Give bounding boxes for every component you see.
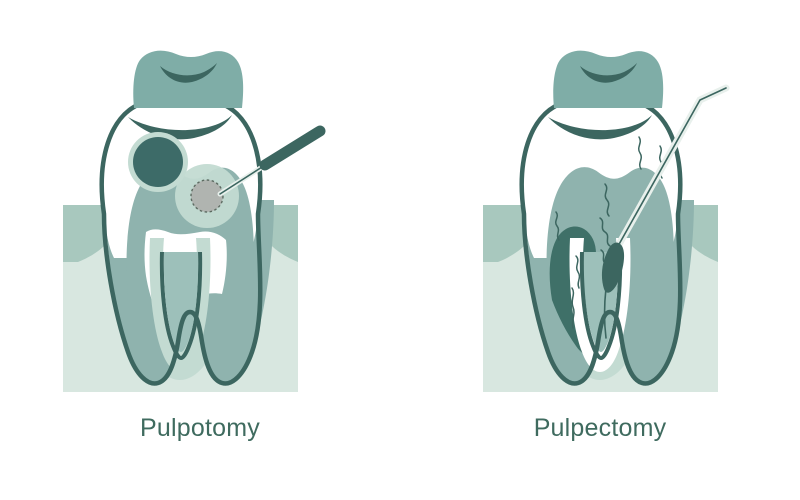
file-tip-extension-right bbox=[603, 287, 607, 339]
treatment-site-left bbox=[175, 164, 239, 228]
endodontic-file-icon bbox=[601, 84, 730, 339]
canal-lumen-left bbox=[163, 252, 199, 352]
bacteria-mark-1 bbox=[637, 136, 643, 170]
file-shaft-right bbox=[612, 87, 727, 256]
caries-lesion-left bbox=[128, 132, 188, 192]
dental-excavator-icon bbox=[217, 125, 326, 197]
file-tip-right bbox=[601, 242, 625, 293]
crown-restoration-left bbox=[133, 50, 244, 108]
panel-pulpotomy bbox=[63, 50, 326, 392]
bacteria-mark-8 bbox=[571, 287, 575, 329]
bacteria-mark-3 bbox=[604, 183, 610, 217]
bacteria-mark-6 bbox=[554, 211, 560, 241]
bacteria-mark-7 bbox=[575, 255, 581, 289]
excavator-handle-left bbox=[259, 125, 326, 171]
occlusal-fissure-right bbox=[548, 115, 652, 140]
crown-groove-left bbox=[160, 63, 217, 83]
root-canals-left bbox=[149, 238, 211, 372]
panel-pulpectomy bbox=[483, 50, 730, 392]
bacteria-mark-4 bbox=[599, 217, 611, 247]
caries-core-left bbox=[133, 137, 183, 187]
caption-pulpectomy: Pulpectomy bbox=[533, 414, 667, 442]
crown-groove-right bbox=[580, 63, 637, 83]
caption-pulpotomy: Pulpotomy bbox=[140, 414, 260, 442]
crown-restoration-right bbox=[553, 50, 664, 108]
treatment-disc-left bbox=[190, 179, 224, 213]
